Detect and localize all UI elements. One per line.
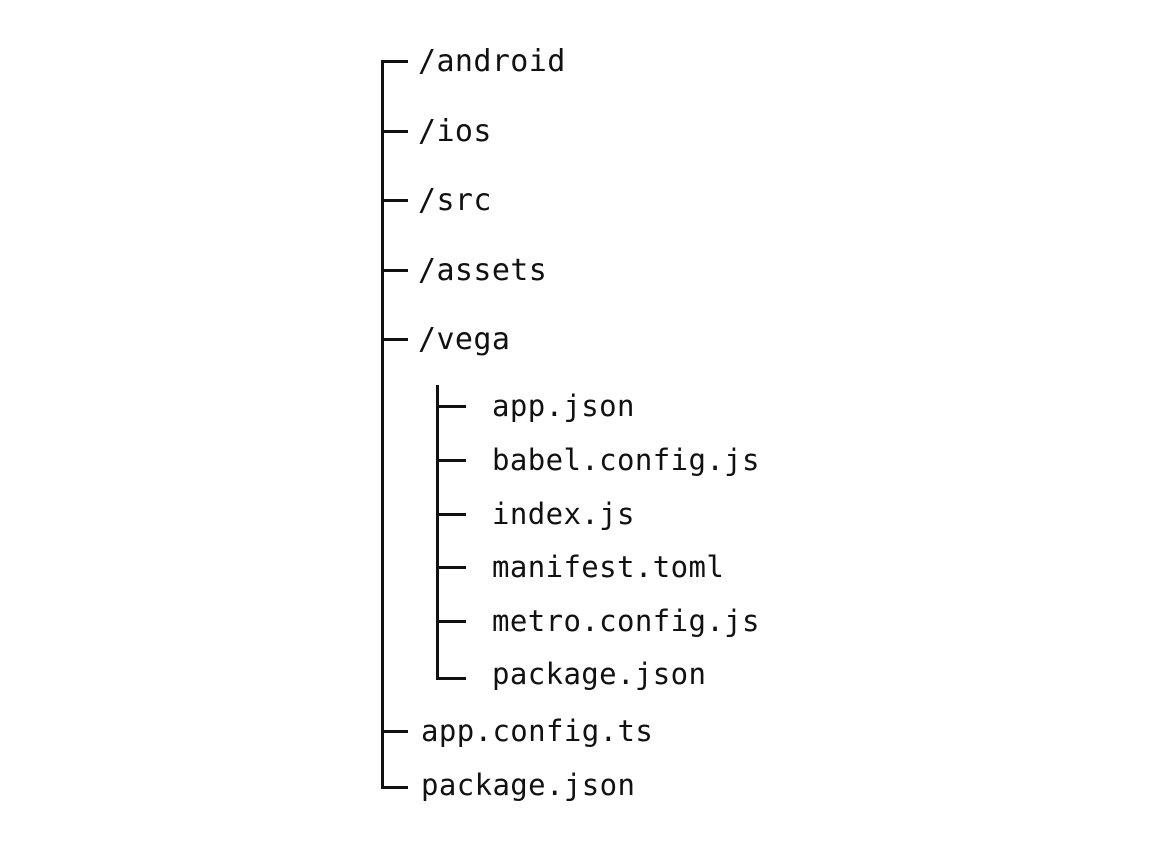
branch-android xyxy=(381,60,408,63)
folder-android[interactable]: /android xyxy=(418,44,566,79)
branch-vega-index xyxy=(436,513,466,516)
file-vega-index-js[interactable]: index.js xyxy=(492,497,635,531)
branch-assets xyxy=(381,269,408,272)
root-trunk-line xyxy=(381,60,384,789)
branch-vega-babel xyxy=(436,459,466,462)
folder-src[interactable]: /src xyxy=(418,183,492,218)
file-root-package-json[interactable]: package.json xyxy=(421,768,636,802)
branch-src xyxy=(381,199,408,202)
branch-app-config xyxy=(381,730,408,733)
file-vega-babel-config[interactable]: babel.config.js xyxy=(492,443,760,477)
branch-vega-metro xyxy=(436,620,466,623)
file-vega-package-json[interactable]: package.json xyxy=(492,657,707,691)
file-vega-metro-config[interactable]: metro.config.js xyxy=(492,604,760,638)
branch-vega-package xyxy=(436,677,466,680)
branch-vega-app-json xyxy=(436,405,466,408)
file-app-config-ts[interactable]: app.config.ts xyxy=(421,714,654,748)
vega-trunk-line xyxy=(436,385,439,679)
folder-assets[interactable]: /assets xyxy=(418,253,548,288)
file-vega-manifest-toml[interactable]: manifest.toml xyxy=(492,550,725,584)
file-vega-app-json[interactable]: app.json xyxy=(492,389,635,423)
branch-root-package xyxy=(381,786,408,789)
folder-vega[interactable]: /vega xyxy=(418,322,511,357)
branch-ios xyxy=(381,130,408,133)
branch-vega xyxy=(381,338,408,341)
branch-vega-manifest xyxy=(436,566,466,569)
folder-ios[interactable]: /ios xyxy=(418,114,492,149)
